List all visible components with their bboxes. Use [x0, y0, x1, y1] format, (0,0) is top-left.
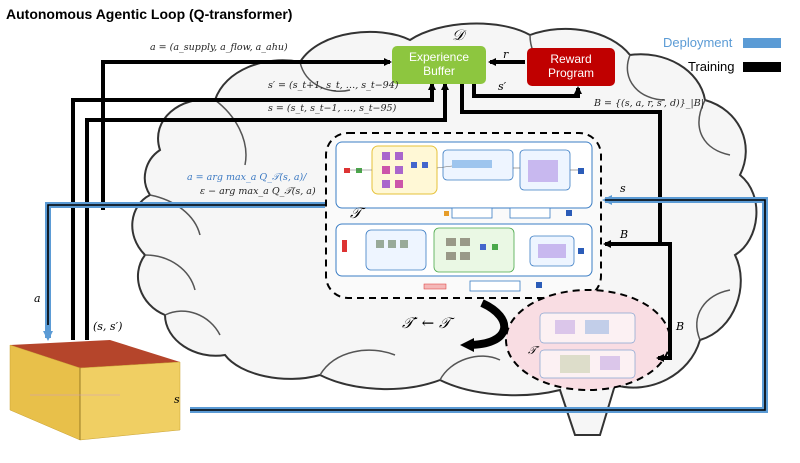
- reward-program-line1: Reward: [550, 52, 592, 66]
- experience-buffer-label: Experience Buffer: [392, 50, 486, 78]
- experience-buffer-box: [392, 46, 486, 84]
- legend-training-swatch: [743, 62, 781, 72]
- experience-buffer-line2: Buffer: [423, 64, 455, 78]
- label-s-bottom: s: [174, 393, 180, 406]
- label-B-lower: B: [676, 320, 685, 333]
- label-B-right: B: [620, 228, 629, 241]
- label-target-transformer: 𝒯′: [528, 344, 539, 357]
- transformer-architecture: [335, 141, 593, 292]
- reward-program-label: Reward Program: [527, 52, 615, 80]
- label-argmax-greedy: a = arg max_a Q_𝒯(s, a)/: [187, 172, 307, 183]
- label-next-state-seq: s′ = (s_t+1, s_t, …, s_t−94): [268, 80, 399, 91]
- target-architecture: [539, 312, 636, 379]
- label-state-seq: s = (s_t, s_t−1, …, s_t−95): [268, 103, 397, 114]
- target-update-arrow: [460, 299, 509, 352]
- label-reward-r: r: [503, 48, 509, 61]
- label-s-prime: s′: [498, 80, 507, 93]
- label-action-tuple: a = (a_supply, a_flow, a_ahu): [150, 42, 288, 53]
- legend-deployment-label: Deployment: [663, 35, 733, 50]
- label-argmax-epsilon: ε − arg max_a Q_𝒯(s, a): [200, 186, 316, 197]
- reward-program-line2: Program: [547, 66, 594, 80]
- label-batch: B = {(s, a, r, s′, d)}_|B|: [594, 98, 704, 109]
- legend-training-label: Training: [688, 59, 735, 74]
- label-target-update: 𝒯′ ← 𝒯: [402, 314, 451, 332]
- label-s-right: s: [620, 182, 626, 195]
- label-s-sprime: (s, s′): [93, 320, 123, 333]
- training-arrows: [71, 58, 672, 362]
- legend-deployment-swatch: [743, 38, 781, 48]
- buffer-symbol: 𝒟: [452, 26, 464, 44]
- page-title: Autonomous Agentic Loop (Q-transformer): [6, 6, 293, 22]
- label-transformer: 𝒯: [350, 204, 362, 222]
- reward-program-box: [527, 48, 615, 86]
- experience-buffer-line1: Experience: [408, 50, 470, 64]
- building-environment: [9, 340, 181, 441]
- deployment-arrows: [43, 195, 768, 413]
- label-a-left: a: [34, 292, 41, 305]
